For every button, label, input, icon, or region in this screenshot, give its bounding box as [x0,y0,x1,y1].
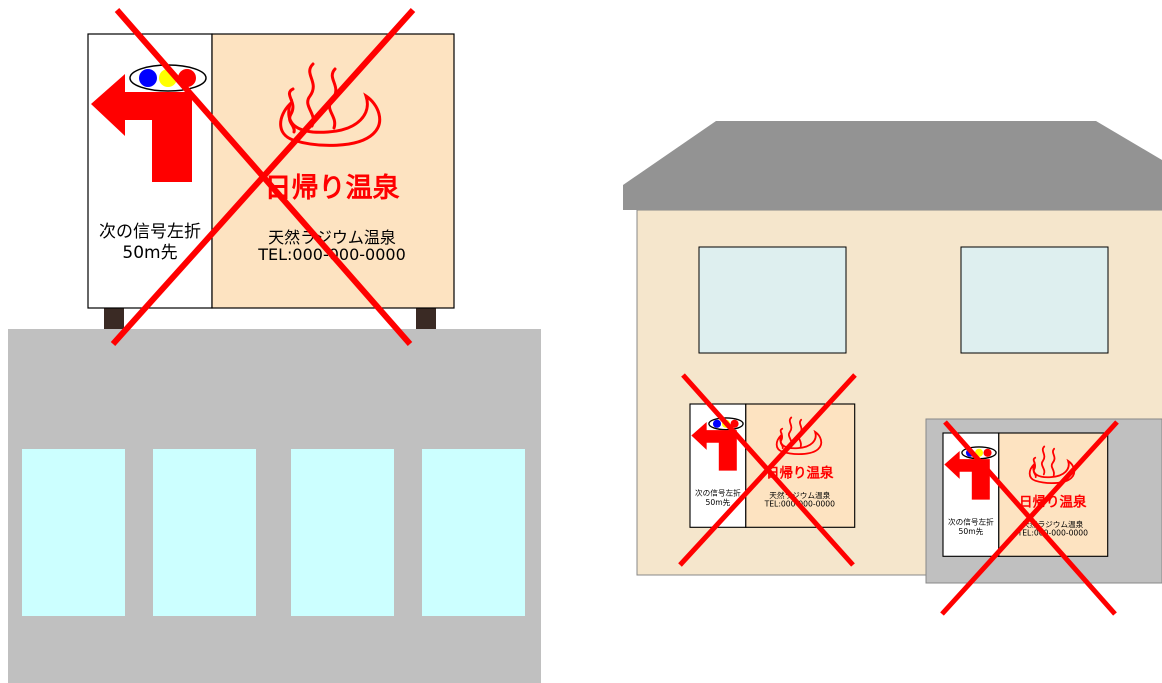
sign-rooftop: 次の信号左折 50m先 日帰り温泉 天然ラジウム温泉 TEL:000-000-0… [87,33,455,309]
onsen-title: 日帰り温泉 [1019,493,1087,510]
building-window [22,449,125,616]
onsen-title: 日帰り温泉 [265,172,401,204]
direction-text: 次の信号左折 [948,516,994,526]
distance-text: 50m先 [958,526,983,536]
direction-text: 次の信号左折 [99,222,201,242]
prohibited-cross-wall [678,373,857,567]
left-turn-arrow-icon [691,422,737,471]
prohibited-cross-rooftop [110,7,416,347]
commercial-building [8,329,541,683]
sign-post-right [416,303,436,331]
distance-text: 50m先 [705,497,730,507]
sign-garage: 次の信号左折 50m先 日帰り温泉 天然ラジウム温泉 TEL:000-000-0… [942,432,1109,557]
distance-text: 50m先 [122,243,177,263]
rooftop-sign-group: 次の信号左折 50m先 日帰り温泉 天然ラジウム温泉 TEL:000-000-0… [87,33,455,331]
sign-post-left [104,303,124,331]
building-window [291,449,394,616]
onsen-subtitle: 天然ラジウム温泉 [1022,519,1083,529]
house-window [698,246,847,354]
building-window [422,449,525,616]
prohibited-cross-garage [940,420,1119,616]
onsen-subtitle: 天然ラジウム温泉 [268,228,396,247]
house-window [960,246,1109,354]
left-turn-arrow-icon [91,74,192,182]
house-roof [623,121,1162,210]
direction-text: 次の信号左折 [695,487,741,497]
house [623,121,1162,584]
onsen-tel: TEL:000-000-0000 [1017,529,1089,538]
building-window [153,449,256,616]
onsen-title: 日帰り温泉 [766,464,834,481]
onsen-subtitle: 天然ラジウム温泉 [769,490,830,500]
